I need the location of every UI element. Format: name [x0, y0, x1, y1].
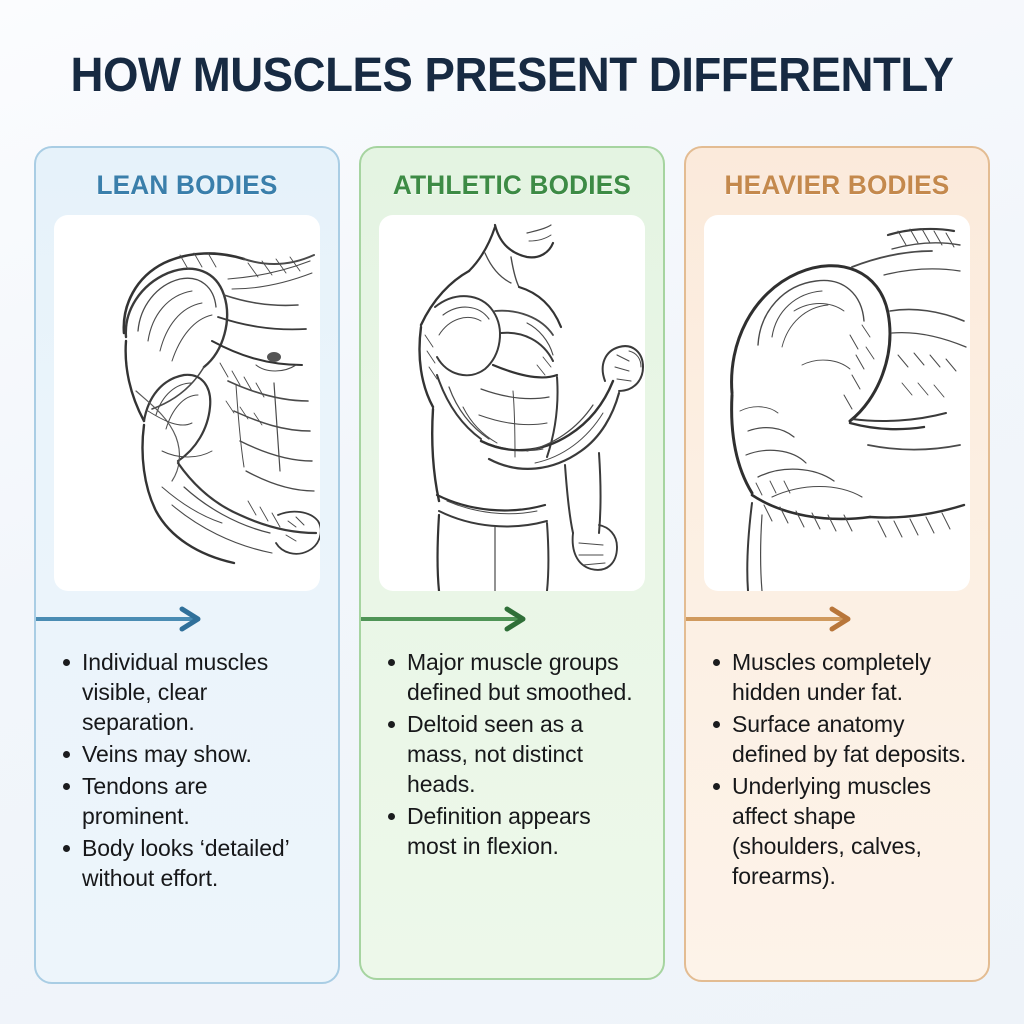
illustration-panel-athletic	[379, 215, 645, 591]
list-item: Muscles completely hidden under fat.	[713, 647, 968, 707]
card-title-lean: LEAN BODIES	[96, 170, 278, 200]
card-heavier-bodies: HEAVIER BODIES	[684, 146, 990, 982]
page-title: HOW MUSCLES PRESENT DIFFERENTLY	[70, 49, 954, 102]
arrow-right-icon	[686, 606, 851, 632]
list-item: Deltoid seen as a mass, not distinct hea…	[388, 709, 643, 799]
illustration-panel-lean	[54, 215, 320, 591]
card-athletic-bodies: ATHLETIC BODIES	[359, 146, 665, 980]
lean-torso-sketch-icon	[122, 252, 320, 565]
arrow-divider-heavier	[686, 591, 988, 647]
list-item: Major muscle groups defined but smoothed…	[388, 647, 643, 707]
list-item: Tendons are prominent.	[63, 771, 318, 831]
arrow-right-icon	[361, 606, 526, 632]
arrow-right-icon	[36, 606, 201, 632]
card-lean-bodies: LEAN BODIES	[34, 146, 340, 984]
card-title-heavier: HEAVIER BODIES	[724, 170, 950, 200]
list-item: Veins may show.	[63, 739, 318, 769]
bullet-list-athletic: Major muscle groups defined but smoothed…	[361, 647, 663, 885]
arrow-divider-athletic	[361, 591, 663, 647]
list-item: Surface anatomy defined by fat deposits.	[713, 711, 967, 767]
illustration-panel-heavier	[704, 215, 970, 591]
list-item: Body looks ‘detailed’ without effort.	[63, 833, 318, 893]
arrow-divider-lean	[36, 591, 338, 647]
bullet-list-lean: Individual muscles visible, clear separa…	[36, 647, 338, 917]
athletic-figure-sketch-icon	[418, 223, 644, 591]
bullet-list-heavier: Muscles completely hidden under fat. Sur…	[686, 647, 988, 915]
list-item: Underlying muscles affect shape (shoulde…	[713, 771, 968, 891]
list-item: Definition appears most in flexion.	[388, 801, 643, 861]
card-title-athletic: ATHLETIC BODIES	[392, 170, 632, 200]
heavier-arm-sketch-icon	[730, 227, 967, 591]
list-item: Individual muscles visible, clear separa…	[63, 647, 318, 737]
